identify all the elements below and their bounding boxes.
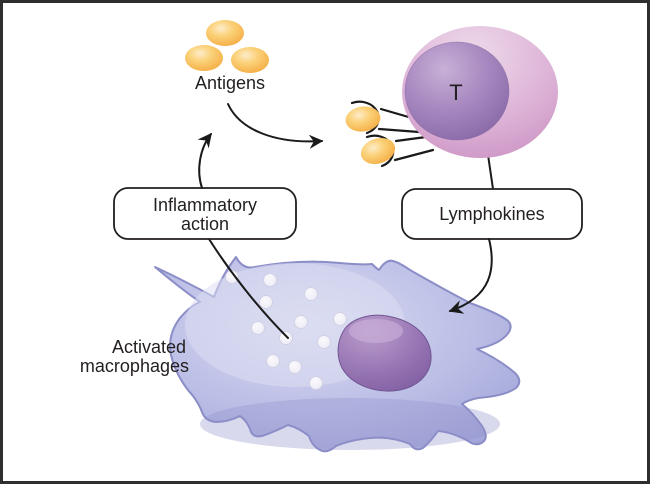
- inflammatory-box: [113, 187, 297, 240]
- granule: [259, 295, 273, 309]
- granule: [317, 335, 331, 349]
- antigen: [231, 47, 269, 73]
- bound-antigens: [345, 106, 396, 165]
- antigens-label: Antigens: [195, 73, 265, 93]
- granule: [288, 360, 302, 374]
- granule: [263, 273, 277, 287]
- receptor-stem: [379, 107, 414, 120]
- receptor-stem: [394, 135, 428, 143]
- granule: [304, 287, 318, 301]
- granule: [309, 376, 323, 390]
- granule: [266, 354, 280, 368]
- antigens-to-tcell-arrow: [227, 103, 324, 149]
- inflammatory-label-line2: action: [181, 214, 229, 234]
- receptor-stem: [377, 127, 421, 134]
- lymphokines-to-macrophage-arrow: [448, 238, 493, 314]
- granule: [279, 331, 293, 345]
- inflammatory-up-arrow: [197, 132, 212, 189]
- activated-macrophages-label-line1: Activated: [112, 337, 186, 357]
- t-cell-label: T: [449, 80, 462, 105]
- macrophage-nucleus-highlight: [349, 319, 403, 343]
- granule: [294, 315, 308, 329]
- granule: [225, 270, 239, 284]
- antigen-cluster: [185, 20, 269, 73]
- bound-antigen: [345, 106, 381, 132]
- granule: [333, 312, 347, 326]
- bound-antigen: [360, 137, 396, 165]
- macrophage-cell: [154, 256, 521, 453]
- antigen: [206, 20, 244, 46]
- t-cell-nucleus: [404, 41, 510, 141]
- lymphokines-label: Lymphokines: [439, 204, 544, 224]
- granules: [225, 270, 347, 390]
- granule: [251, 321, 265, 335]
- lymphokines-box: [401, 188, 583, 240]
- macrophage-bottom-shade: [200, 398, 500, 450]
- immune-cycle-diagram: Antigens T Lymphokines Inflammatory acti…: [80, 20, 583, 453]
- t-cell: T: [345, 26, 558, 190]
- antigen: [185, 45, 223, 71]
- inflammatory-label-line1: Inflammatory: [153, 195, 257, 215]
- macrophage-to-inflammatory-line: [208, 238, 289, 339]
- activated-macrophages-label-line2: macrophages: [80, 356, 189, 376]
- receptor-stem: [393, 148, 435, 162]
